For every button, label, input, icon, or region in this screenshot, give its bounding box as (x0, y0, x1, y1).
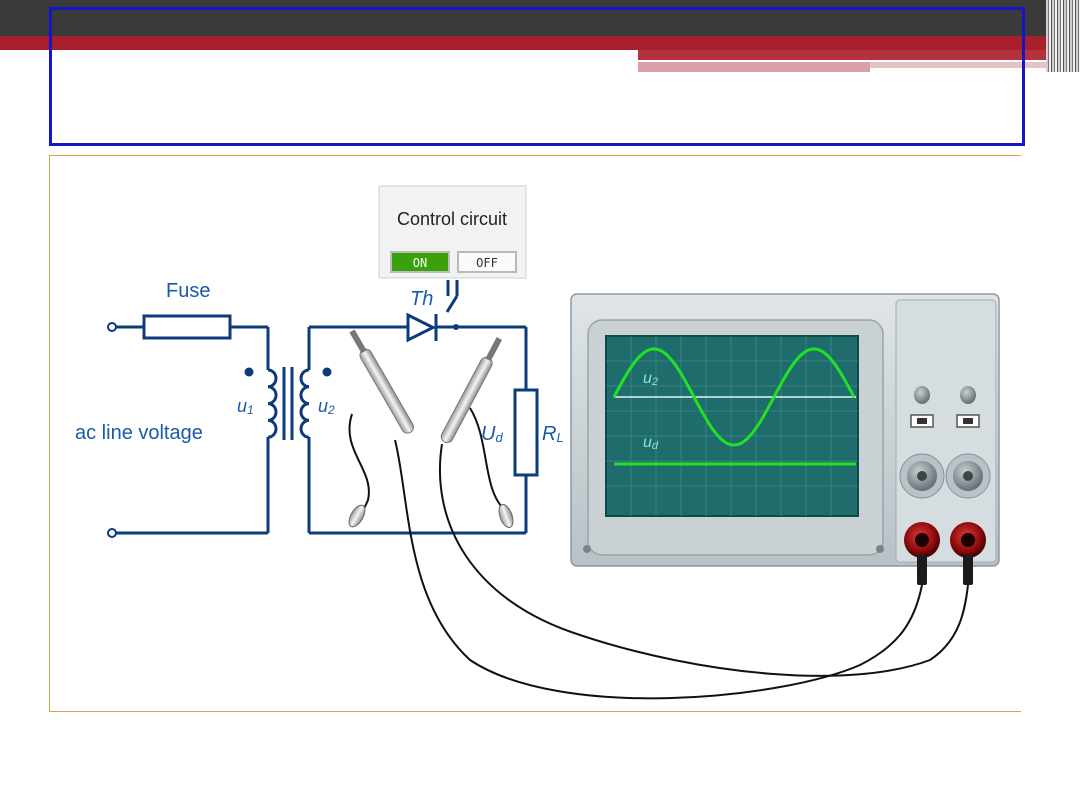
on-button[interactable]: ON (390, 251, 450, 273)
fuse-label: Fuse (166, 280, 210, 302)
plug-icon (963, 555, 973, 585)
small-knob-icon[interactable] (914, 386, 930, 404)
trace-u2-label: u2 (643, 370, 658, 388)
junction-dot (453, 324, 459, 330)
probe-left (349, 329, 414, 434)
screw-icon (876, 545, 884, 553)
th-label: Th (410, 288, 433, 310)
control-circuit-title: Control circuit (397, 209, 507, 229)
scope-screen (605, 335, 859, 517)
probe-right (440, 337, 502, 444)
load-resistor-symbol (513, 388, 539, 477)
trace-u2 (612, 347, 856, 447)
ud-label: Ud (481, 423, 503, 445)
ground-clip-right (498, 504, 514, 528)
screw-icon (583, 545, 591, 553)
ac-line-voltage-label: ac line voltage (75, 422, 203, 444)
title-placeholder[interactable] (49, 7, 1025, 146)
oscilloscope: u2 ud (570, 293, 1000, 567)
polarity-dot-secondary (322, 367, 332, 377)
on-button-label: ON (413, 256, 427, 270)
terminal-top (107, 322, 117, 332)
circuit-wires (116, 280, 528, 535)
ground-clip-left (348, 504, 366, 528)
rl-label: RL (542, 423, 564, 445)
scope-grid (606, 336, 858, 516)
header-band-accent (638, 50, 1080, 60)
scope-controls (899, 386, 991, 585)
header-band-dark (0, 0, 1080, 36)
off-button[interactable]: OFF (457, 251, 517, 273)
terminal-bottom (107, 528, 117, 538)
header-stripes (1046, 0, 1080, 72)
off-button-label: OFF (476, 256, 498, 270)
u2-label: u2 (318, 396, 335, 417)
header-band-pink (638, 62, 870, 72)
u1-label: u1 (237, 396, 254, 417)
transformer-symbol (267, 367, 310, 440)
small-knob-icon[interactable] (960, 386, 976, 404)
probe-cables (348, 407, 969, 700)
thyristor-symbol (406, 312, 438, 343)
header-band-pink-light (870, 62, 1080, 68)
fuse-symbol (142, 314, 232, 340)
polarity-dot-primary (244, 367, 254, 377)
plug-icon (917, 555, 927, 585)
header-band-red (0, 36, 1080, 50)
trace-ud-label: ud (643, 434, 659, 452)
